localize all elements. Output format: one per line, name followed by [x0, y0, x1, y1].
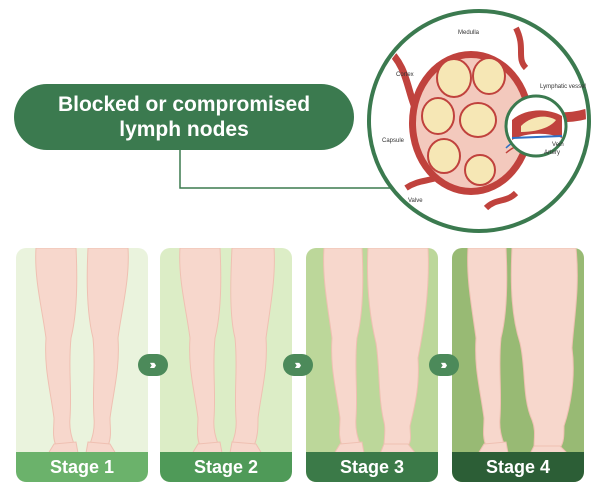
label-capsule: Capsule: [382, 138, 405, 144]
label-valve: Valve: [408, 198, 423, 204]
stage-label-3: Stage 3: [306, 452, 438, 482]
label-medulla: Medulla: [458, 30, 480, 36]
chevron-double-right-icon: ›››: [429, 354, 459, 376]
legs-stage-3-illustration: [306, 248, 438, 482]
stage-label-2: Stage 2: [160, 452, 292, 482]
label-cortex: Cortex: [396, 72, 414, 78]
legs-stage-4-illustration: [452, 248, 584, 482]
stage-panel-4: Stage 4: [452, 248, 584, 482]
label-lymphatic-vessel: Lymphatic vessel: [540, 84, 586, 90]
callout-pill: Blocked or compromised lymph nodes: [14, 84, 354, 150]
stage-panel-1: Stage 1: [16, 248, 148, 482]
chevron-double-right-icon: ›››: [138, 354, 168, 376]
label-artery: Artery: [544, 150, 560, 156]
legs-stage-1-illustration: [16, 248, 148, 482]
stage-panel-3: Stage 3: [306, 248, 438, 482]
chevron-double-right-icon: ›››: [283, 354, 313, 376]
callout-line-1: Blocked or compromised: [57, 93, 311, 116]
legs-stage-2-illustration: [160, 248, 292, 482]
label-vein: Vein: [552, 142, 564, 148]
stage-label-1: Stage 1: [16, 452, 148, 482]
lymph-node-illustration: Medulla Cortex Lymphatic vessel Capsule …: [367, 9, 591, 233]
callout-line-2: lymph nodes: [119, 118, 249, 141]
stage-label-4: Stage 4: [452, 452, 584, 482]
stage-panel-2: Stage 2: [160, 248, 292, 482]
